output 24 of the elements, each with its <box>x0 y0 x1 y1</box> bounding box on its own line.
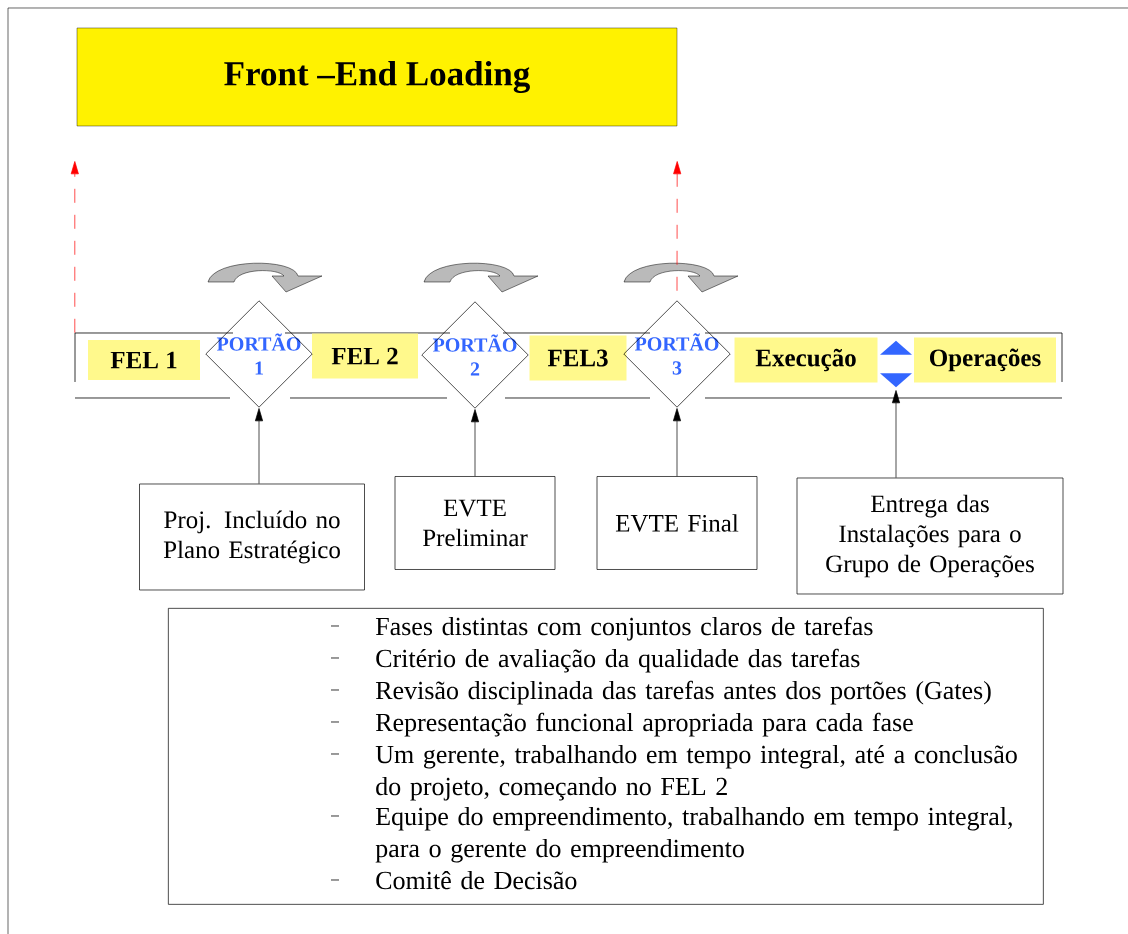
list-item: Critério de avaliação da qualidade das tarefas <box>376 648 860 673</box>
arrow <box>673 161 682 292</box>
arrow <box>892 390 900 478</box>
list-item: Revisão disciplinada das tarefas antes dos portões (Gates) <box>375 680 991 705</box>
milestone-box: Entrega das Instalações para o Grupo de Operações <box>796 477 1064 595</box>
milestone-box: EVTE Preliminar <box>394 476 556 570</box>
title-box: Front –End Loading <box>76 27 678 127</box>
arrow <box>471 409 479 477</box>
arrow <box>70 161 79 334</box>
up-down-arrows <box>880 340 912 388</box>
list-item: Comitê de Decisão <box>376 870 577 890</box>
phase-label: FEL3 <box>529 335 627 381</box>
milestone-box: EVTE Final <box>596 476 758 570</box>
phase-label: Execução <box>734 337 878 383</box>
list-item: Um gerente, trabalhando em tempo integral, até a conclusão do projeto, começando no FEL 2 <box>375 744 1017 801</box>
phase-label: FEL 2 <box>312 333 418 379</box>
phase-label: Operações <box>914 337 1056 383</box>
list-item: Fases distintas com conjuntos claros de tarefas <box>375 616 873 641</box>
arrow <box>673 408 681 477</box>
milestone-box: Proj. Incluído no Plano Estratégico <box>139 483 365 591</box>
phase-label: FEL 1 <box>88 340 200 380</box>
arrow <box>255 408 263 484</box>
list-item: Representação funcional apropriada para cada fase <box>375 712 913 737</box>
list-item: Equipe do empreendimento, trabalhando em tempo integral, para o gerente do empreendimento <box>375 806 1012 863</box>
